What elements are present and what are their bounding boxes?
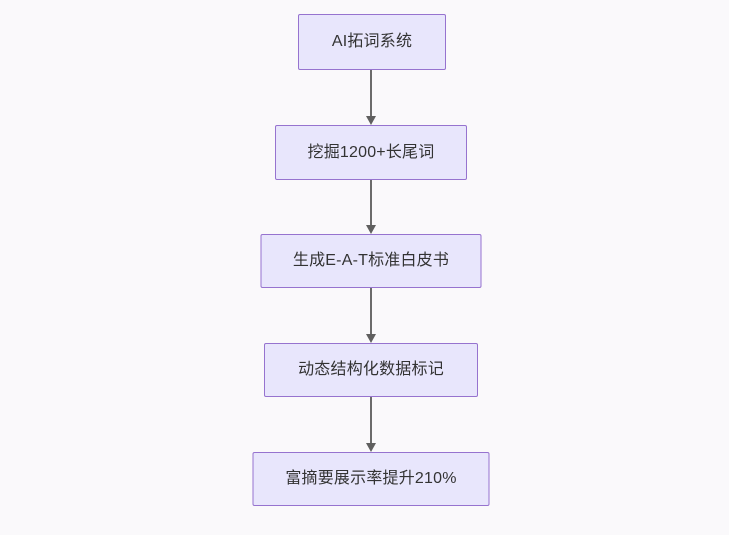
edge-line <box>370 180 372 225</box>
edge-line <box>370 288 372 334</box>
flow-node-rich-snippet-rate-increase[interactable]: 富摘要展示率提升210% <box>252 452 490 506</box>
arrowhead-icon <box>365 334 376 343</box>
flow-node-label: AI拓词系统 <box>331 33 413 51</box>
flow-node-mine-longtail-keywords[interactable]: 挖掘1200+长尾词 <box>275 125 467 180</box>
flow-edge-4 <box>359 397 383 452</box>
flow-node-label: 挖掘1200+长尾词 <box>307 143 435 161</box>
flow-node-label: 生成E-A-T标准白皮书 <box>292 252 450 270</box>
flow-node-label: 富摘要展示率提升210% <box>285 470 457 488</box>
flow-edge-1 <box>359 70 383 125</box>
flow-node-dynamic-structured-data-markup[interactable]: 动态结构化数据标记 <box>264 343 478 397</box>
arrowhead-icon <box>365 443 376 452</box>
arrowhead-icon <box>365 116 376 125</box>
flow-edge-3 <box>359 288 383 343</box>
arrowhead-icon <box>365 225 376 234</box>
flow-node-ai-keyword-system[interactable]: AI拓词系统 <box>298 14 446 70</box>
edge-line <box>370 70 372 116</box>
flow-node-label: 动态结构化数据标记 <box>298 361 444 379</box>
flow-node-generate-eat-whitepaper[interactable]: 生成E-A-T标准白皮书 <box>260 234 482 288</box>
flow-edge-2 <box>359 180 383 234</box>
edge-line <box>370 397 372 443</box>
